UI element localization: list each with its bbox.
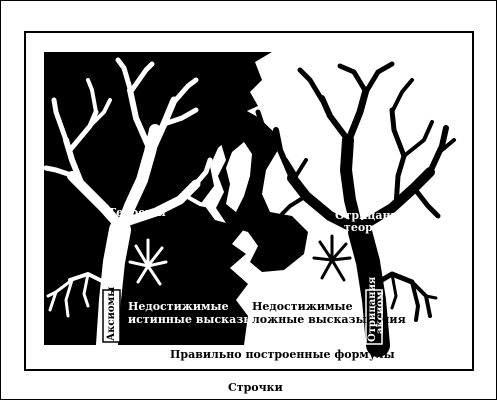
unreachable-false-label-1: Недостижимые [252,300,353,313]
negated-axioms-label-2: аксиом [375,291,386,334]
theorems-label: Теоремы [108,206,166,219]
unreachable-false-label-2: ложные высказывания [252,313,406,326]
boundary-hole [226,142,252,212]
true-region [44,52,272,345]
axioms-box [102,289,121,343]
negated-axioms-box [365,289,383,345]
unreachable-true-label-2: истинные высказывания [128,313,294,326]
true-starburst [128,238,168,286]
false-sprig [284,158,308,178]
well-formed-formulas-label: Правильно построенные формулы [170,348,395,361]
unreachable-true-label-1: Недостижимые [128,300,229,313]
strings-label: Строчки [228,381,283,394]
negations-label-1: Отрицания [335,209,407,222]
axioms-label: Аксиомы [106,286,117,341]
false-starburst [312,234,352,282]
negations-label-2: теорем [344,221,390,234]
